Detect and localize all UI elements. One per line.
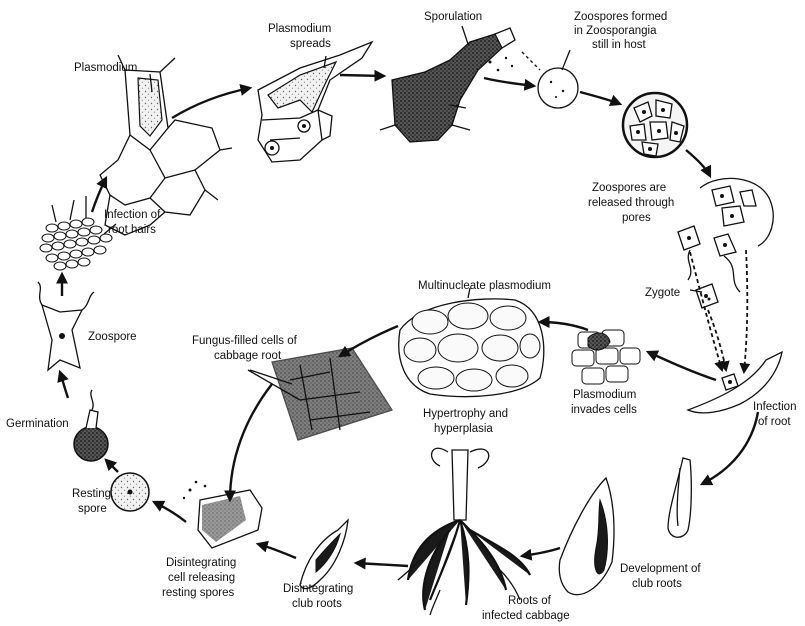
label-disintegrating-cell-line1: Disintegrating (166, 557, 236, 569)
label-zoospores-released-line1: Zoospores are (592, 182, 666, 194)
label-plasmodium: Plasmodium (74, 62, 137, 74)
label-plasmodium-invades-line1: Plasmodium (573, 389, 636, 401)
label-zoospores-formed-line3: still in host (592, 39, 646, 51)
zoospores-formed-illustration (623, 93, 687, 157)
label-disintegrating-cell-line2: cell releasing (168, 572, 235, 584)
label-fungus-filled-line2: cabbage root (214, 350, 282, 362)
label-infection-hairs-line2: root hairs (108, 224, 156, 236)
label-infection-hairs-line1: Infection of (104, 209, 161, 221)
resting-spore-illustration (111, 473, 149, 511)
plasmodium-invades-cells-illustration (572, 330, 640, 384)
arrow-multinucleate-to-fungus (340, 326, 398, 356)
label-roots-infected-line1: Roots of (508, 595, 552, 607)
label-zoospores-formed-line1: Zoospores formed (574, 11, 667, 23)
arrow-root-to-invades (648, 352, 716, 380)
label-zoospore: Zoospore (88, 331, 137, 343)
label-roots-infected-line2: infected cabbage (482, 610, 570, 622)
label-disintegrating-club-line2: club roots (292, 598, 342, 610)
label-zoospores-released-line2: released through (588, 197, 674, 209)
sporulation-illustration (380, 28, 515, 142)
multinucleate-plasmodium-illustration (399, 299, 544, 397)
zoospore-illustration (38, 282, 94, 370)
label-infection-root-line1: Infection (753, 401, 796, 413)
label-infection-root-line2: of root (758, 416, 791, 428)
label-plasmodium-spreads-line1: Plasmodium (268, 23, 331, 35)
label-multinucleate: Multinucleate plasmodium (418, 280, 551, 292)
label-resting-line2: spore (78, 503, 107, 515)
disintegrating-club-roots-illustration (300, 520, 348, 589)
label-plasmodium-invades-line2: invades cells (571, 404, 637, 416)
zoospores-released-illustration (678, 178, 773, 308)
label-zoospores-released-line3: pores (622, 212, 651, 224)
arrow-resting-to-germination (106, 460, 118, 472)
arrow-zygote-to-root (708, 310, 726, 370)
arrow-disintegrating-to-cell (258, 544, 296, 558)
label-plasmodium-spreads-line2: spreads (290, 38, 331, 50)
arrow-germination-to-zoospore (60, 372, 68, 398)
arrow-cell-to-resting (154, 502, 186, 522)
label-fungus-filled-line1: Fungus-filled cells of (192, 335, 298, 347)
label-germination: Germination (6, 418, 69, 430)
arrow-sporulation-to-zoosporangium (484, 78, 534, 86)
label-development-line2: club roots (632, 578, 682, 590)
label-development-line1: Development of (620, 563, 701, 575)
disintegrating-cell-illustration (183, 481, 262, 548)
arrow-released-to-root-2 (744, 250, 747, 372)
label-disintegrating-cell-line3: resting spores (162, 587, 234, 599)
zoosporangium-illustration (522, 52, 578, 108)
arrow-development-to-cabbage (522, 548, 560, 556)
arrow-released-to-root-1 (690, 252, 722, 370)
label-hypertrophy-line1: Hypertrophy and (423, 408, 508, 420)
arrow-formed-to-released (686, 150, 710, 176)
arrow-plasmodium-to-spreads (172, 88, 250, 118)
arrow-invades-to-multinucleate (540, 322, 588, 330)
arrow-fungus-to-disintegrating-cell (230, 384, 272, 500)
label-sporulation: Sporulation (424, 11, 482, 23)
arrow-root-to-development (702, 412, 758, 484)
plasmodium-root-cells-illustration (100, 55, 232, 235)
arrow-cabbage-to-disintegrating (356, 563, 408, 566)
germination-illustration (74, 390, 108, 461)
root-hair-infection-illustration (40, 196, 116, 270)
plasmodium-spreads-illustration (258, 42, 372, 162)
label-hypertrophy-line2: hyperplasia (434, 423, 493, 435)
label-zoospores-formed-line2: in Zoosporangia (574, 25, 657, 37)
label-zygote: Zygote (645, 287, 680, 299)
arrow-zoosporangium-to-formed (580, 92, 620, 104)
arrow-spreads-to-sporulation (340, 75, 384, 76)
label-disintegrating-club-line1: Disintegrating (283, 583, 353, 595)
arrow-root-hairs-to-plasmodium (92, 178, 106, 212)
infected-cabbage-roots-illustration (398, 448, 530, 615)
label-resting-line1: Resting (72, 488, 111, 500)
